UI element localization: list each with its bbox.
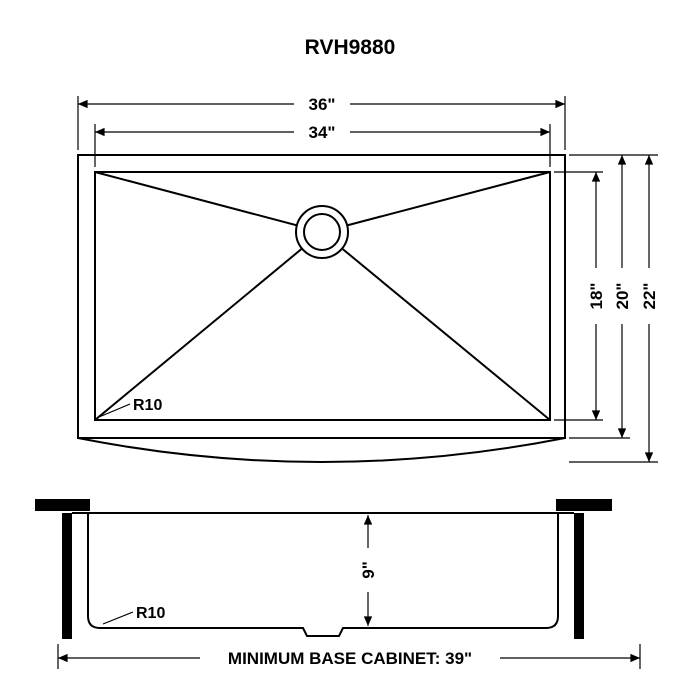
radius-label-side: R10 — [136, 605, 165, 622]
drain-slope-lines — [94, 171, 551, 421]
outer-rim — [77, 154, 566, 439]
radius-callout-top: R10 — [98, 397, 162, 418]
base-cabinet-label: MINIMUM BASE CABINET: 39" — [228, 649, 472, 668]
drain-inner-circle — [303, 213, 341, 251]
dim-base-cabinet: MINIMUM BASE CABINET: 39" — [57, 644, 641, 669]
radius-callout-side: R10 — [102, 605, 165, 625]
countertop-right — [556, 499, 612, 511]
dim-label-34: 34" — [309, 123, 336, 142]
dim-bowl-depth-9: 9" — [358, 514, 378, 627]
bowl-rim — [94, 171, 551, 421]
top-view: 36" 34" 18" — [77, 93, 659, 463]
dim-depth-mid-20: 20" — [569, 154, 658, 439]
dim-label-22: 22" — [640, 283, 659, 310]
countertop-left — [35, 499, 90, 511]
dim-depth-inner-18: 18" — [554, 171, 606, 421]
dim-width-outer-36: 36" — [77, 93, 566, 150]
dim-label-9: 9" — [359, 561, 378, 579]
dim-width-inner-34: 34" — [94, 121, 551, 167]
radius-label-top: R10 — [133, 397, 162, 414]
apron-panel-right — [574, 513, 584, 639]
dim-depth-outer-22: 22" — [569, 155, 659, 463]
bowl-cross-section — [87, 513, 559, 637]
dim-label-36: 36" — [309, 95, 336, 114]
dim-label-18: 18" — [587, 283, 606, 310]
page-title: RVH9880 — [305, 36, 396, 59]
apron-panel-left — [62, 513, 72, 639]
side-view: 9" R10 MINIMUM BASE CABINET: 39" — [35, 499, 641, 669]
apron-front-curve — [77, 437, 566, 463]
dim-label-20: 20" — [613, 283, 632, 310]
